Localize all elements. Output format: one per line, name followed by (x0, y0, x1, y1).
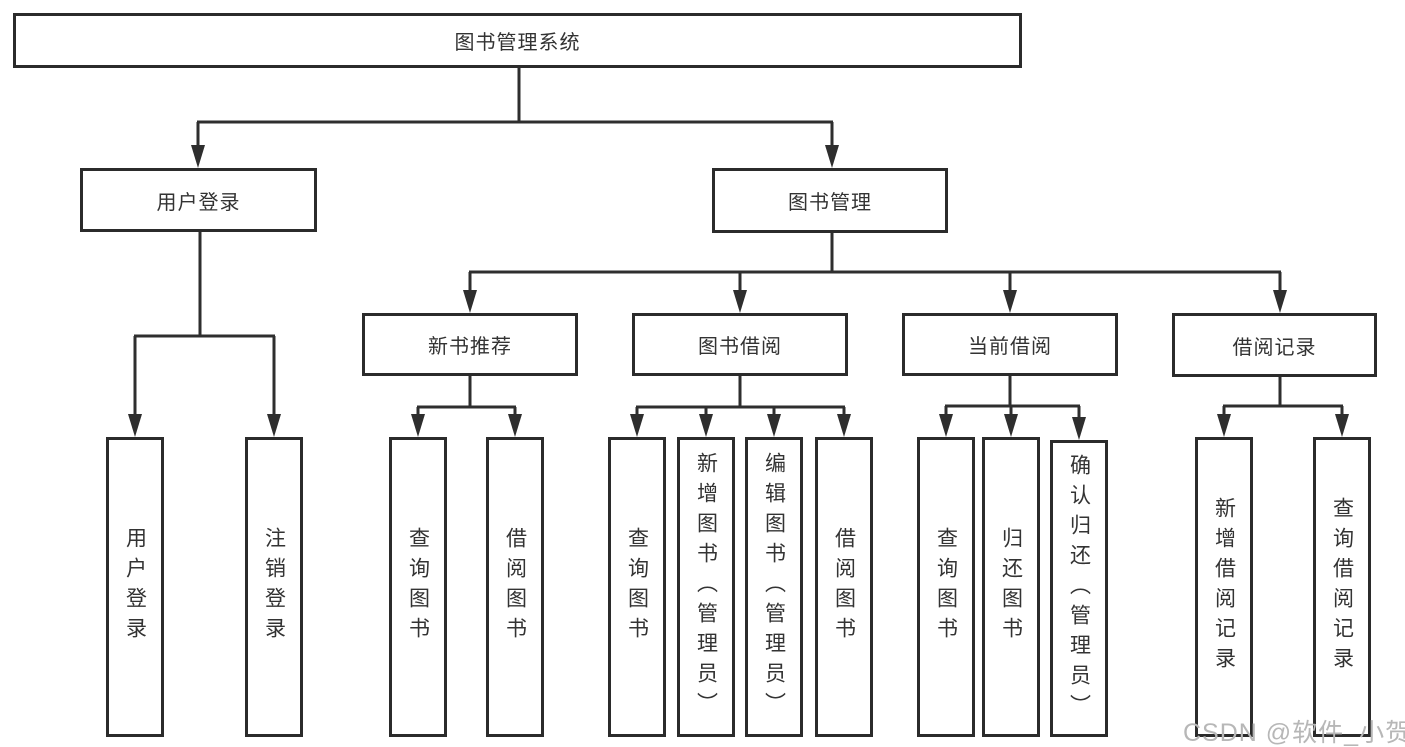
leaf-query-books-borrow: 查询图书 (608, 437, 666, 737)
leaf-add-books-admin: 新增图书（管理员） (677, 437, 735, 737)
node-label: 确认归还（管理员） (1067, 453, 1091, 724)
leaf-query-books-current: 查询图书 (917, 437, 975, 737)
node-label: 编辑图书（管理员） (762, 452, 786, 722)
node-label: 用户登录 (123, 527, 147, 647)
node-label: 图书管理 (788, 192, 872, 214)
leaf-return-books: 归还图书 (982, 437, 1040, 737)
node-label: 查询图书 (934, 527, 958, 647)
leaf-user-login: 用户登录 (106, 437, 164, 737)
leaf-borrow-books: 借阅图书 (815, 437, 873, 737)
leaf-edit-books-admin: 编辑图书（管理员） (745, 437, 803, 737)
node-label: 图书管理系统 (454, 32, 581, 54)
node-label: 借阅图书 (832, 527, 856, 647)
leaf-add-borrow-record: 新增借阅记录 (1195, 437, 1253, 737)
node-label: 查询图书 (625, 527, 649, 647)
node-current-borrowing: 当前借阅 (902, 313, 1118, 376)
node-label: 借阅记录 (1232, 336, 1317, 359)
node-label: 当前借阅 (968, 336, 1052, 358)
leaf-query-books-recommend: 查询图书 (389, 437, 447, 737)
node-label: 查询借阅记录 (1330, 497, 1354, 677)
csdn-watermark: CSDN @软件_小贺同学 (1183, 719, 1405, 747)
node-label: 新书推荐 (428, 336, 512, 358)
node-label: 查询图书 (406, 527, 430, 647)
leaf-query-borrow-record: 查询借阅记录 (1313, 437, 1371, 737)
node-label: 借阅图书 (503, 527, 527, 647)
node-user-login: 用户登录 (80, 168, 317, 232)
node-label: 图书借阅 (698, 336, 782, 358)
leaf-borrow-books-recommend: 借阅图书 (486, 437, 544, 737)
node-label: 新增借阅记录 (1212, 497, 1236, 677)
node-book-borrowing: 图书借阅 (632, 313, 848, 376)
node-label: 归还图书 (999, 527, 1023, 647)
node-borrowing-records: 借阅记录 (1172, 313, 1377, 377)
node-library-management-system: 图书管理系统 (13, 13, 1022, 68)
node-book-management: 图书管理 (712, 168, 948, 233)
node-label: 用户登录 (156, 191, 241, 214)
leaf-confirm-return-admin: 确认归还（管理员） (1050, 440, 1108, 737)
node-new-book-recommendation: 新书推荐 (362, 313, 578, 376)
node-label: 注销登录 (262, 527, 286, 647)
node-label: 新增图书（管理员） (694, 452, 718, 722)
leaf-logout: 注销登录 (245, 437, 303, 737)
